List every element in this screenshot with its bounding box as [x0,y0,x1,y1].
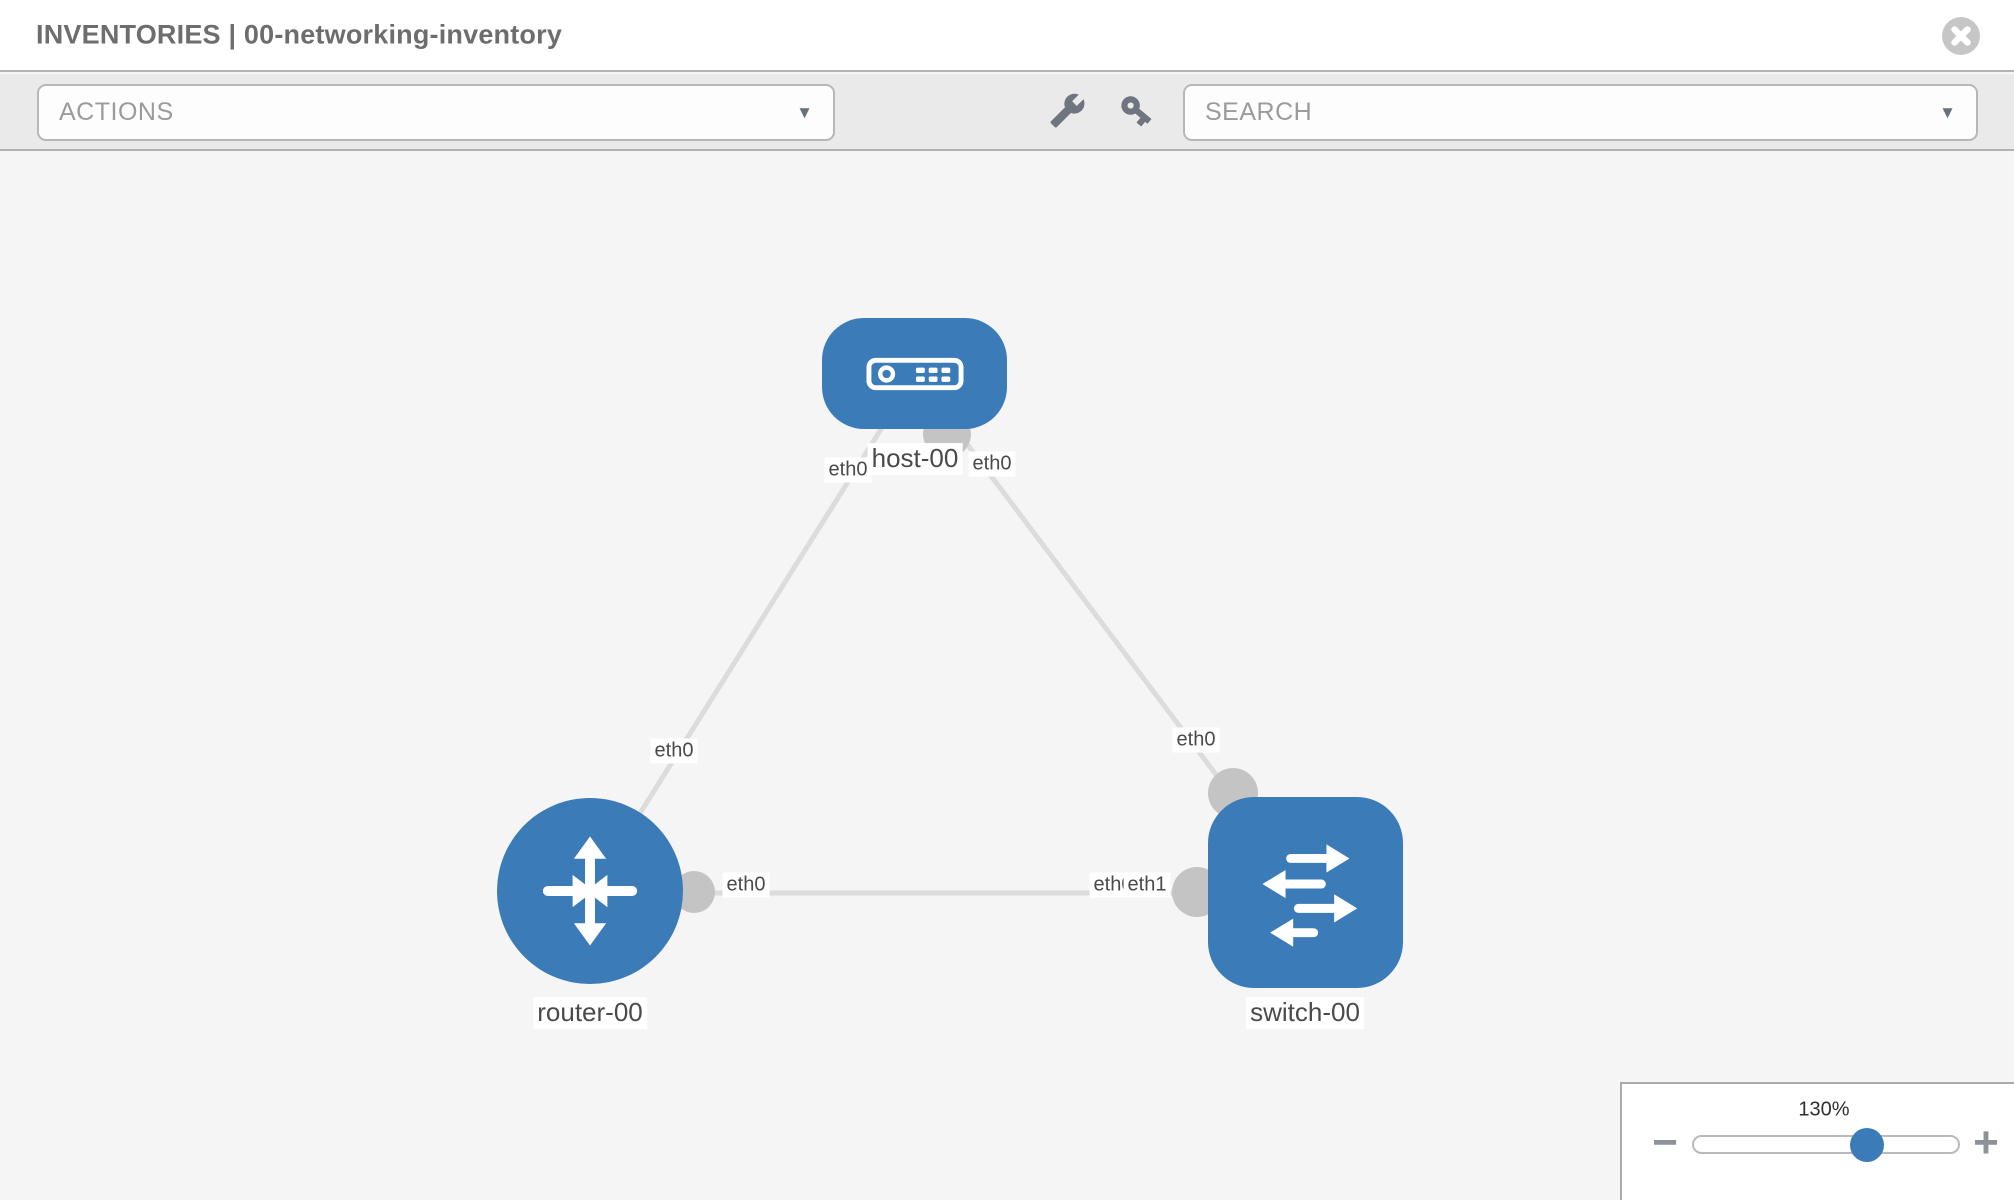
node-router-00[interactable] [497,798,683,984]
actions-dropdown[interactable]: ACTIONS ▼ [37,84,835,141]
router-icon [542,836,638,946]
caret-down-icon: ▼ [796,102,813,122]
node-host-00[interactable] [822,318,1007,429]
node-label-switch: switch-00 [1246,997,1364,1029]
toolbar: ACTIONS ▼ SEARCH ▼ [0,74,2014,151]
caret-down-icon: ▼ [1939,102,1956,122]
node-switch-00[interactable] [1208,797,1403,988]
node-label-router: router-00 [533,997,647,1029]
links-layer [587,373,1308,917]
interface-label: eth0 [824,457,872,483]
host-icon [865,357,964,390]
actions-dropdown-label: ACTIONS [59,98,174,126]
zoom-slider-track[interactable] [1692,1128,1960,1162]
zoom-slider-thumb[interactable] [1850,1128,1884,1162]
page-header: INVENTORIES | 00-networking-inventory [0,0,2014,72]
zoom-out-button[interactable]: − [1652,1121,1678,1165]
close-circle-icon [1942,17,1980,55]
plus-icon: + [1973,1118,1999,1167]
zoom-in-button[interactable]: + [1973,1121,1999,1165]
key-button[interactable] [1112,88,1160,136]
page-title: INVENTORIES | 00-networking-inventory [36,19,563,50]
interface-label: eth0 [722,872,770,898]
interface-label: eth0 [1172,727,1220,753]
node-label-host: host-00 [867,443,963,475]
search-dropdown-label: SEARCH [1205,98,1313,126]
topology-canvas[interactable]: host-00 router-00 switch-00 eth0 eth0 et… [0,153,2014,1200]
switch-icon [1261,843,1357,947]
interface-label: eth0 [968,451,1016,477]
minus-icon: − [1652,1118,1678,1167]
zoom-percent-label: 130% [1798,1098,1850,1121]
interface-label: eth1 [1123,872,1171,898]
interface-label: eth0 [650,738,698,764]
interface-port-router [673,871,715,913]
close-button[interactable] [1941,16,1981,56]
search-dropdown[interactable]: SEARCH ▼ [1183,84,1978,141]
zoom-panel: 130% − + [1620,1082,2014,1200]
wrench-icon [1050,93,1084,128]
key-icon [1120,96,1151,127]
tools-wrench-button[interactable] [1043,88,1091,136]
